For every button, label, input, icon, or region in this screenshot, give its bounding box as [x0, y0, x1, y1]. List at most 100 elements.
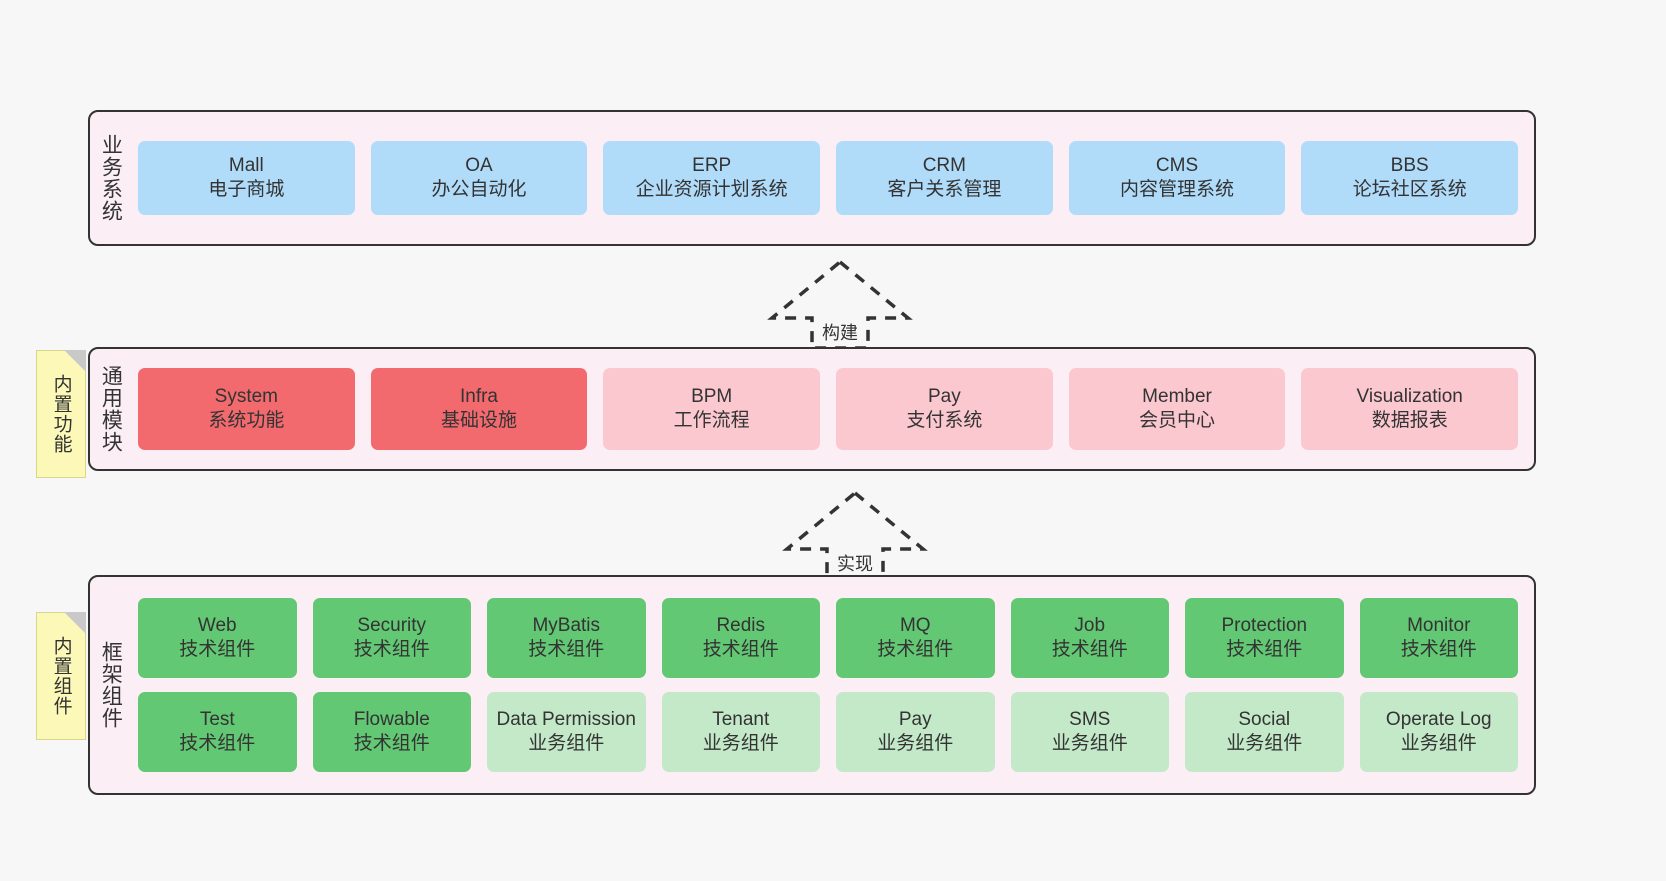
- card-title: Flowable: [353, 708, 430, 730]
- layer-business-system: 业务系统 Mall 电子商城 OA 办公自动化 ERP 企业资源计划系统 CRM 客户关系管理…: [88, 110, 1536, 246]
- connector-build-label: 构建: [819, 319, 861, 345]
- card-member[interactable]: Member 会员中心: [1068, 368, 1286, 450]
- card-job[interactable]: Job 技术组件: [1010, 598, 1169, 678]
- note-builtin-features-label: 内置功能: [50, 374, 72, 454]
- card-title: BBS: [1390, 154, 1429, 176]
- card-subtitle: 数据报表: [1371, 410, 1448, 431]
- connector-build: 构建: [760, 256, 920, 351]
- card-subtitle: 系统功能: [208, 410, 285, 431]
- card-bbs[interactable]: BBS 论坛社区系统: [1301, 141, 1519, 215]
- card-web[interactable]: Web 技术组件: [138, 598, 297, 678]
- card-title: CMS: [1155, 154, 1199, 176]
- card-protection[interactable]: Protection 技术组件: [1185, 598, 1344, 678]
- card-subtitle: 业务组件: [877, 733, 954, 754]
- card-oa[interactable]: OA 办公自动化: [370, 141, 588, 215]
- card-title: Visualization: [1356, 385, 1463, 407]
- card-subtitle: 技术组件: [1051, 639, 1128, 660]
- card-subtitle: 技术组件: [353, 639, 430, 660]
- card-erp[interactable]: ERP 企业资源计划系统: [603, 141, 821, 215]
- card-subtitle: 业务组件: [528, 733, 605, 754]
- card-title: Test: [199, 708, 235, 730]
- card-sms[interactable]: SMS 业务组件: [1010, 692, 1169, 772]
- card-crm[interactable]: CRM 客户关系管理: [836, 141, 1053, 215]
- connector-implement: 实现: [775, 487, 935, 582]
- card-title: System: [214, 385, 279, 407]
- card-social[interactable]: Social 业务组件: [1185, 692, 1344, 772]
- connector-implement-label: 实现: [834, 550, 876, 576]
- card-subtitle: 业务组件: [702, 733, 779, 754]
- card-title: Job: [1074, 614, 1106, 636]
- card-pay[interactable]: Pay 业务组件: [836, 692, 995, 772]
- card-title: Infra: [459, 385, 499, 407]
- card-subtitle: 论坛社区系统: [1352, 179, 1467, 200]
- card-mall[interactable]: Mall 电子商城: [138, 141, 355, 215]
- card-system[interactable]: System 系统功能: [138, 368, 355, 450]
- card-title: Social: [1238, 708, 1291, 730]
- card-subtitle: 技术组件: [179, 639, 256, 660]
- note-builtin-components-label: 内置组件: [50, 636, 72, 716]
- card-subtitle: 办公自动化: [431, 179, 527, 200]
- card-subtitle: 技术组件: [702, 639, 779, 660]
- card-title: SMS: [1069, 708, 1111, 730]
- card-title: Pay: [898, 708, 932, 730]
- layer-business-cards: Mall 电子商城 OA 办公自动化 ERP 企业资源计划系统 CRM 客户关系管理 CMS 内容…: [130, 112, 1534, 244]
- card-title: MyBatis: [532, 614, 601, 636]
- card-title: Monitor: [1407, 614, 1471, 636]
- card-security[interactable]: Security 技术组件: [312, 598, 471, 678]
- card-title: Pay: [927, 385, 961, 407]
- card-title: Operate Log: [1385, 708, 1492, 730]
- card-redis[interactable]: Redis 技术组件: [661, 598, 820, 678]
- card-subtitle: 技术组件: [528, 639, 605, 660]
- card-subtitle: 技术组件: [1400, 639, 1477, 660]
- card-subtitle: 会员中心: [1139, 410, 1216, 431]
- card-title: Security: [357, 614, 427, 636]
- card-subtitle: 支付系统: [906, 410, 983, 431]
- card-subtitle: 内容管理系统: [1120, 179, 1235, 200]
- card-bpm[interactable]: BPM 工作流程: [603, 368, 821, 450]
- note-builtin-features: 内置功能: [36, 350, 86, 478]
- card-operate-log[interactable]: Operate Log 业务组件: [1359, 692, 1518, 772]
- card-title: Redis: [716, 614, 766, 636]
- card-subtitle: 业务组件: [1400, 733, 1477, 754]
- card-monitor[interactable]: Monitor 技术组件: [1359, 598, 1518, 678]
- card-cms[interactable]: CMS 内容管理系统: [1068, 141, 1286, 215]
- card-title: MQ: [899, 614, 931, 636]
- card-title: Web: [197, 614, 237, 636]
- card-title: OA: [465, 154, 493, 176]
- layer-modules-title: 通用模块: [99, 365, 123, 453]
- card-title: BPM: [691, 385, 733, 407]
- card-visualization[interactable]: Visualization 数据报表: [1301, 368, 1519, 450]
- card-flowable[interactable]: Flowable 技术组件: [312, 692, 471, 772]
- card-title: Mall: [228, 154, 264, 176]
- card-subtitle: 技术组件: [353, 733, 430, 754]
- card-subtitle: 客户关系管理: [887, 179, 1002, 200]
- card-title: Tenant: [712, 708, 770, 730]
- card-title: Member: [1142, 385, 1212, 407]
- card-subtitle: 电子商城: [208, 179, 285, 200]
- card-tenant[interactable]: Tenant 业务组件: [661, 692, 820, 772]
- card-subtitle: 工作流程: [673, 410, 750, 431]
- card-mybatis[interactable]: MyBatis 技术组件: [487, 598, 646, 678]
- card-subtitle: 技术组件: [179, 733, 256, 754]
- card-title: Protection: [1221, 614, 1308, 636]
- card-title: Data Permission: [496, 708, 636, 730]
- card-test[interactable]: Test 技术组件: [138, 692, 297, 772]
- card-data-permission[interactable]: Data Permission 业务组件: [487, 692, 646, 772]
- card-subtitle: 业务组件: [1051, 733, 1128, 754]
- card-title: CRM: [922, 154, 966, 176]
- card-subtitle: 业务组件: [1226, 733, 1303, 754]
- layer-business-title: 业务系统: [99, 134, 123, 222]
- layer-framework-title: 框架组件: [99, 641, 123, 729]
- card-title: ERP: [692, 154, 732, 176]
- note-builtin-components: 内置组件: [36, 612, 86, 740]
- card-pay[interactable]: Pay 支付系统: [836, 368, 1053, 450]
- card-subtitle: 技术组件: [1226, 639, 1303, 660]
- card-subtitle: 企业资源计划系统: [635, 179, 788, 200]
